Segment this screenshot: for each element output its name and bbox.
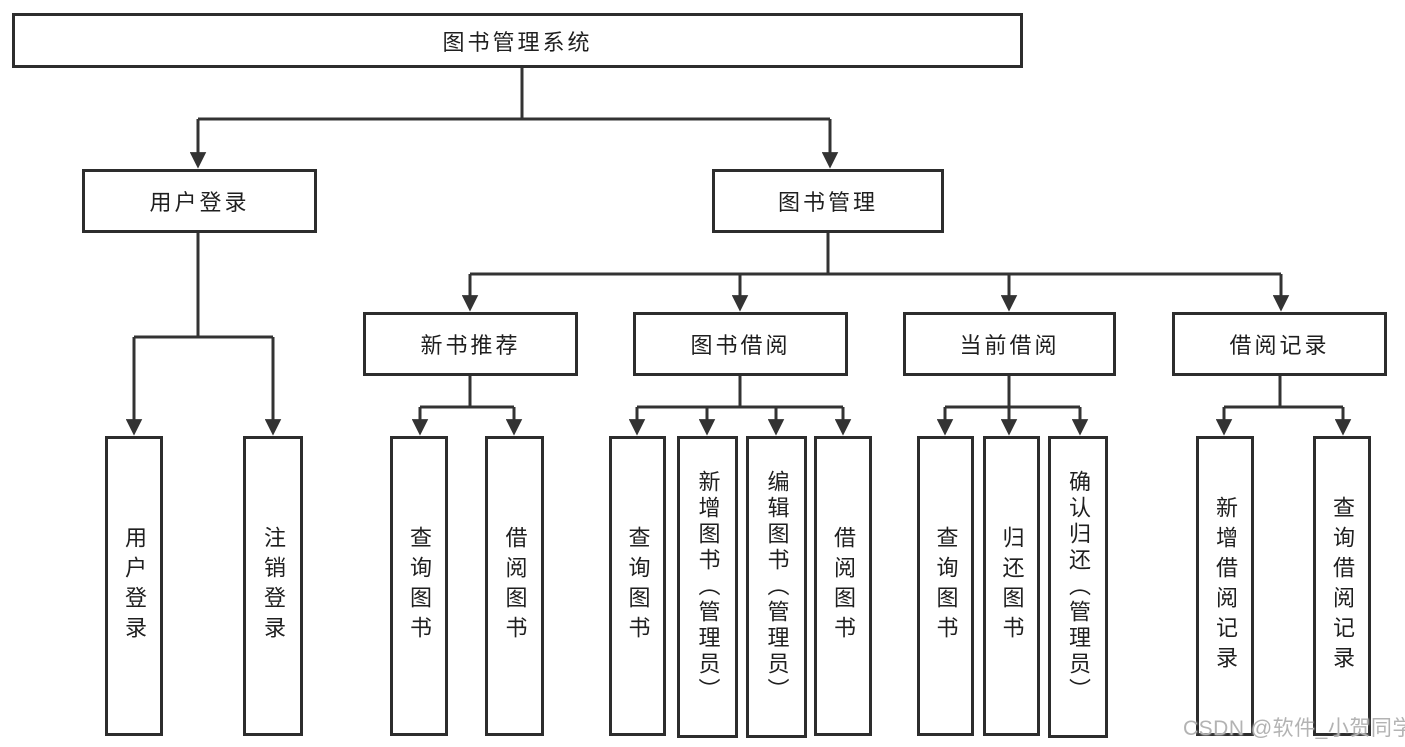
node-borrowing-records: 借阅记录 — [1172, 312, 1387, 376]
leaf-borrowing-edit-books-admin: 编辑图书（管理员） — [746, 436, 807, 738]
leaf-borrowing-add-books-admin-label: 新增图书（管理员） — [695, 470, 721, 704]
node-current-borrowing-label: 当前借阅 — [959, 333, 1060, 358]
leaf-records-add-record: 新增借阅记录 — [1196, 436, 1254, 736]
leaf-current-confirm-return-admin: 确认归还（管理员） — [1048, 436, 1108, 738]
leaf-logout-label: 注销登录 — [261, 526, 286, 646]
leaf-borrowing-borrow-books-label: 借阅图书 — [831, 526, 856, 646]
leaf-records-query-record: 查询借阅记录 — [1313, 436, 1371, 736]
leaf-borrowing-query-books-label: 查询图书 — [625, 526, 651, 646]
csdn-watermark: CSDN @软件_小贺同学 — [1183, 717, 1405, 740]
leaf-records-add-record-label: 新增借阅记录 — [1213, 496, 1238, 676]
leaf-logout: 注销登录 — [243, 436, 303, 736]
leaf-current-confirm-return-admin-label: 确认归还（管理员） — [1066, 470, 1091, 704]
leaf-recommend-borrow-books: 借阅图书 — [485, 436, 544, 736]
leaf-recommend-query-books: 查询图书 — [390, 436, 448, 736]
node-borrowing-records-label: 借阅记录 — [1229, 333, 1330, 358]
leaf-records-query-record-label: 查询借阅记录 — [1330, 496, 1355, 676]
node-book-management-label: 图书管理 — [777, 190, 878, 215]
node-book-borrowing: 图书借阅 — [633, 312, 848, 376]
node-root-label: 图书管理系统 — [442, 29, 593, 55]
leaf-borrowing-borrow-books: 借阅图书 — [814, 436, 872, 736]
leaf-borrowing-add-books-admin: 新增图书（管理员） — [677, 436, 738, 738]
leaf-user-login: 用户登录 — [105, 436, 163, 736]
node-root: 图书管理系统 — [12, 13, 1023, 68]
node-new-book-recommend: 新书推荐 — [363, 312, 578, 376]
leaf-borrowing-query-books: 查询图书 — [609, 436, 666, 736]
leaf-current-return-books: 归还图书 — [983, 436, 1040, 736]
leaf-current-query-books-label: 查询图书 — [933, 526, 959, 646]
leaf-current-query-books: 查询图书 — [917, 436, 974, 736]
leaf-current-return-books-label: 归还图书 — [999, 526, 1025, 646]
leaf-recommend-borrow-books-label: 借阅图书 — [502, 526, 528, 646]
leaf-recommend-query-books-label: 查询图书 — [407, 526, 432, 646]
leaf-user-login-label: 用户登录 — [122, 526, 147, 646]
node-user-login-label: 用户登录 — [149, 190, 250, 215]
node-book-borrowing-label: 图书借阅 — [690, 333, 791, 358]
node-user-login: 用户登录 — [82, 169, 317, 233]
leaf-borrowing-edit-books-admin-label: 编辑图书（管理员） — [764, 470, 790, 704]
node-book-management: 图书管理 — [712, 169, 944, 233]
node-new-book-recommend-label: 新书推荐 — [420, 333, 521, 358]
node-current-borrowing: 当前借阅 — [903, 312, 1116, 376]
